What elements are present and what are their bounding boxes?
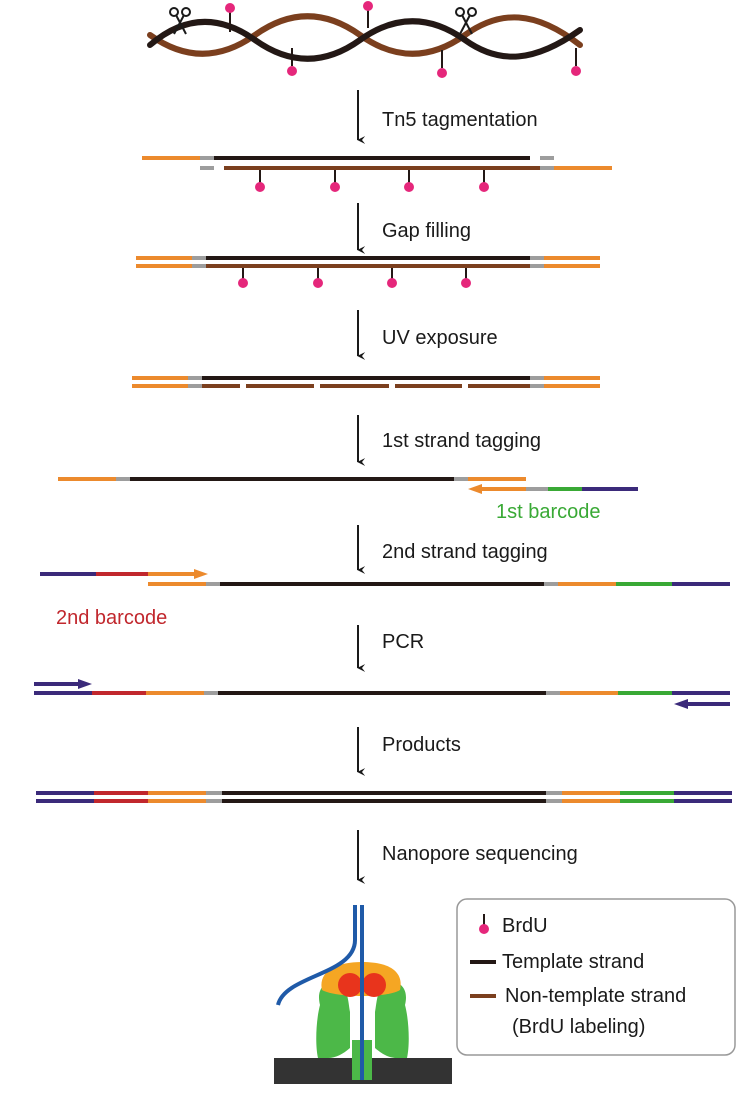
primer-arrowhead bbox=[78, 679, 92, 689]
construct-pcr bbox=[34, 679, 730, 709]
brdu-dot bbox=[363, 1, 373, 28]
primer-arrowhead bbox=[674, 699, 688, 709]
step-label-uv-exposure: UV exposure bbox=[382, 327, 498, 349]
brdu-icon bbox=[479, 914, 489, 934]
helix-strand-brown bbox=[147, 13, 583, 57]
primer-arrowhead bbox=[468, 484, 482, 494]
brdu-dot bbox=[479, 182, 489, 192]
step-label-nanopore-sequencing: Nanopore sequencing bbox=[382, 843, 578, 865]
brdu-dot bbox=[437, 50, 447, 78]
brdu-dot bbox=[287, 48, 297, 76]
second-barcode-label: 2nd barcode bbox=[56, 607, 167, 629]
construct-1st-strand-tagging bbox=[58, 477, 638, 494]
primer-arrowhead bbox=[194, 569, 208, 579]
dna-helix bbox=[147, 1, 583, 78]
construct-gap-filled bbox=[136, 256, 600, 288]
brdu-dot bbox=[571, 48, 581, 76]
legend-brdu: BrdU bbox=[502, 915, 548, 937]
construct-tagmented bbox=[142, 156, 612, 192]
motor-core bbox=[338, 973, 362, 997]
dna-read-strand bbox=[276, 905, 357, 1006]
construct-products bbox=[36, 791, 732, 803]
step-label-1st-strand-tagging: 1st strand tagging bbox=[382, 430, 541, 452]
step-label-gap-filling: Gap filling bbox=[382, 220, 471, 242]
construct-uv-nicked bbox=[132, 376, 600, 388]
legend: BrdU Template strand Non-template strand… bbox=[456, 898, 736, 1056]
pore-protein-right bbox=[375, 982, 409, 1058]
nanopore-illustration bbox=[274, 905, 452, 1084]
step-labels: Tn5 tagmentation Gap filling UV exposure… bbox=[382, 109, 578, 865]
legend-nontemplate: Non-template strand bbox=[505, 985, 686, 1007]
scissors-icon bbox=[455, 7, 477, 35]
pore-protein-left bbox=[316, 982, 350, 1058]
brdu-dot bbox=[330, 182, 340, 192]
motor-core bbox=[362, 973, 386, 997]
legend-template: Template strand bbox=[502, 951, 644, 973]
step-label-2nd-strand-tagging: 2nd strand tagging bbox=[382, 541, 548, 563]
legend-box bbox=[456, 898, 736, 1056]
legend-nontemplate-sub: (BrdU labeling) bbox=[512, 1016, 645, 1038]
brdu-dot bbox=[387, 278, 397, 288]
first-barcode-label: 1st barcode bbox=[496, 501, 601, 523]
scissors-icon bbox=[169, 7, 191, 35]
step-label-tagmentation: Tn5 tagmentation bbox=[382, 109, 538, 131]
step-label-pcr: PCR bbox=[382, 631, 424, 653]
brdu-dot bbox=[404, 182, 414, 192]
brdu-dot bbox=[225, 3, 235, 32]
step-label-products: Products bbox=[382, 734, 461, 756]
brdu-dot bbox=[461, 278, 471, 288]
brdu-dot bbox=[238, 278, 248, 288]
helix-strand-black bbox=[147, 18, 583, 62]
brdu-dot bbox=[313, 278, 323, 288]
construct-2nd-strand-tagging bbox=[40, 569, 730, 586]
brdu-dot bbox=[255, 182, 265, 192]
